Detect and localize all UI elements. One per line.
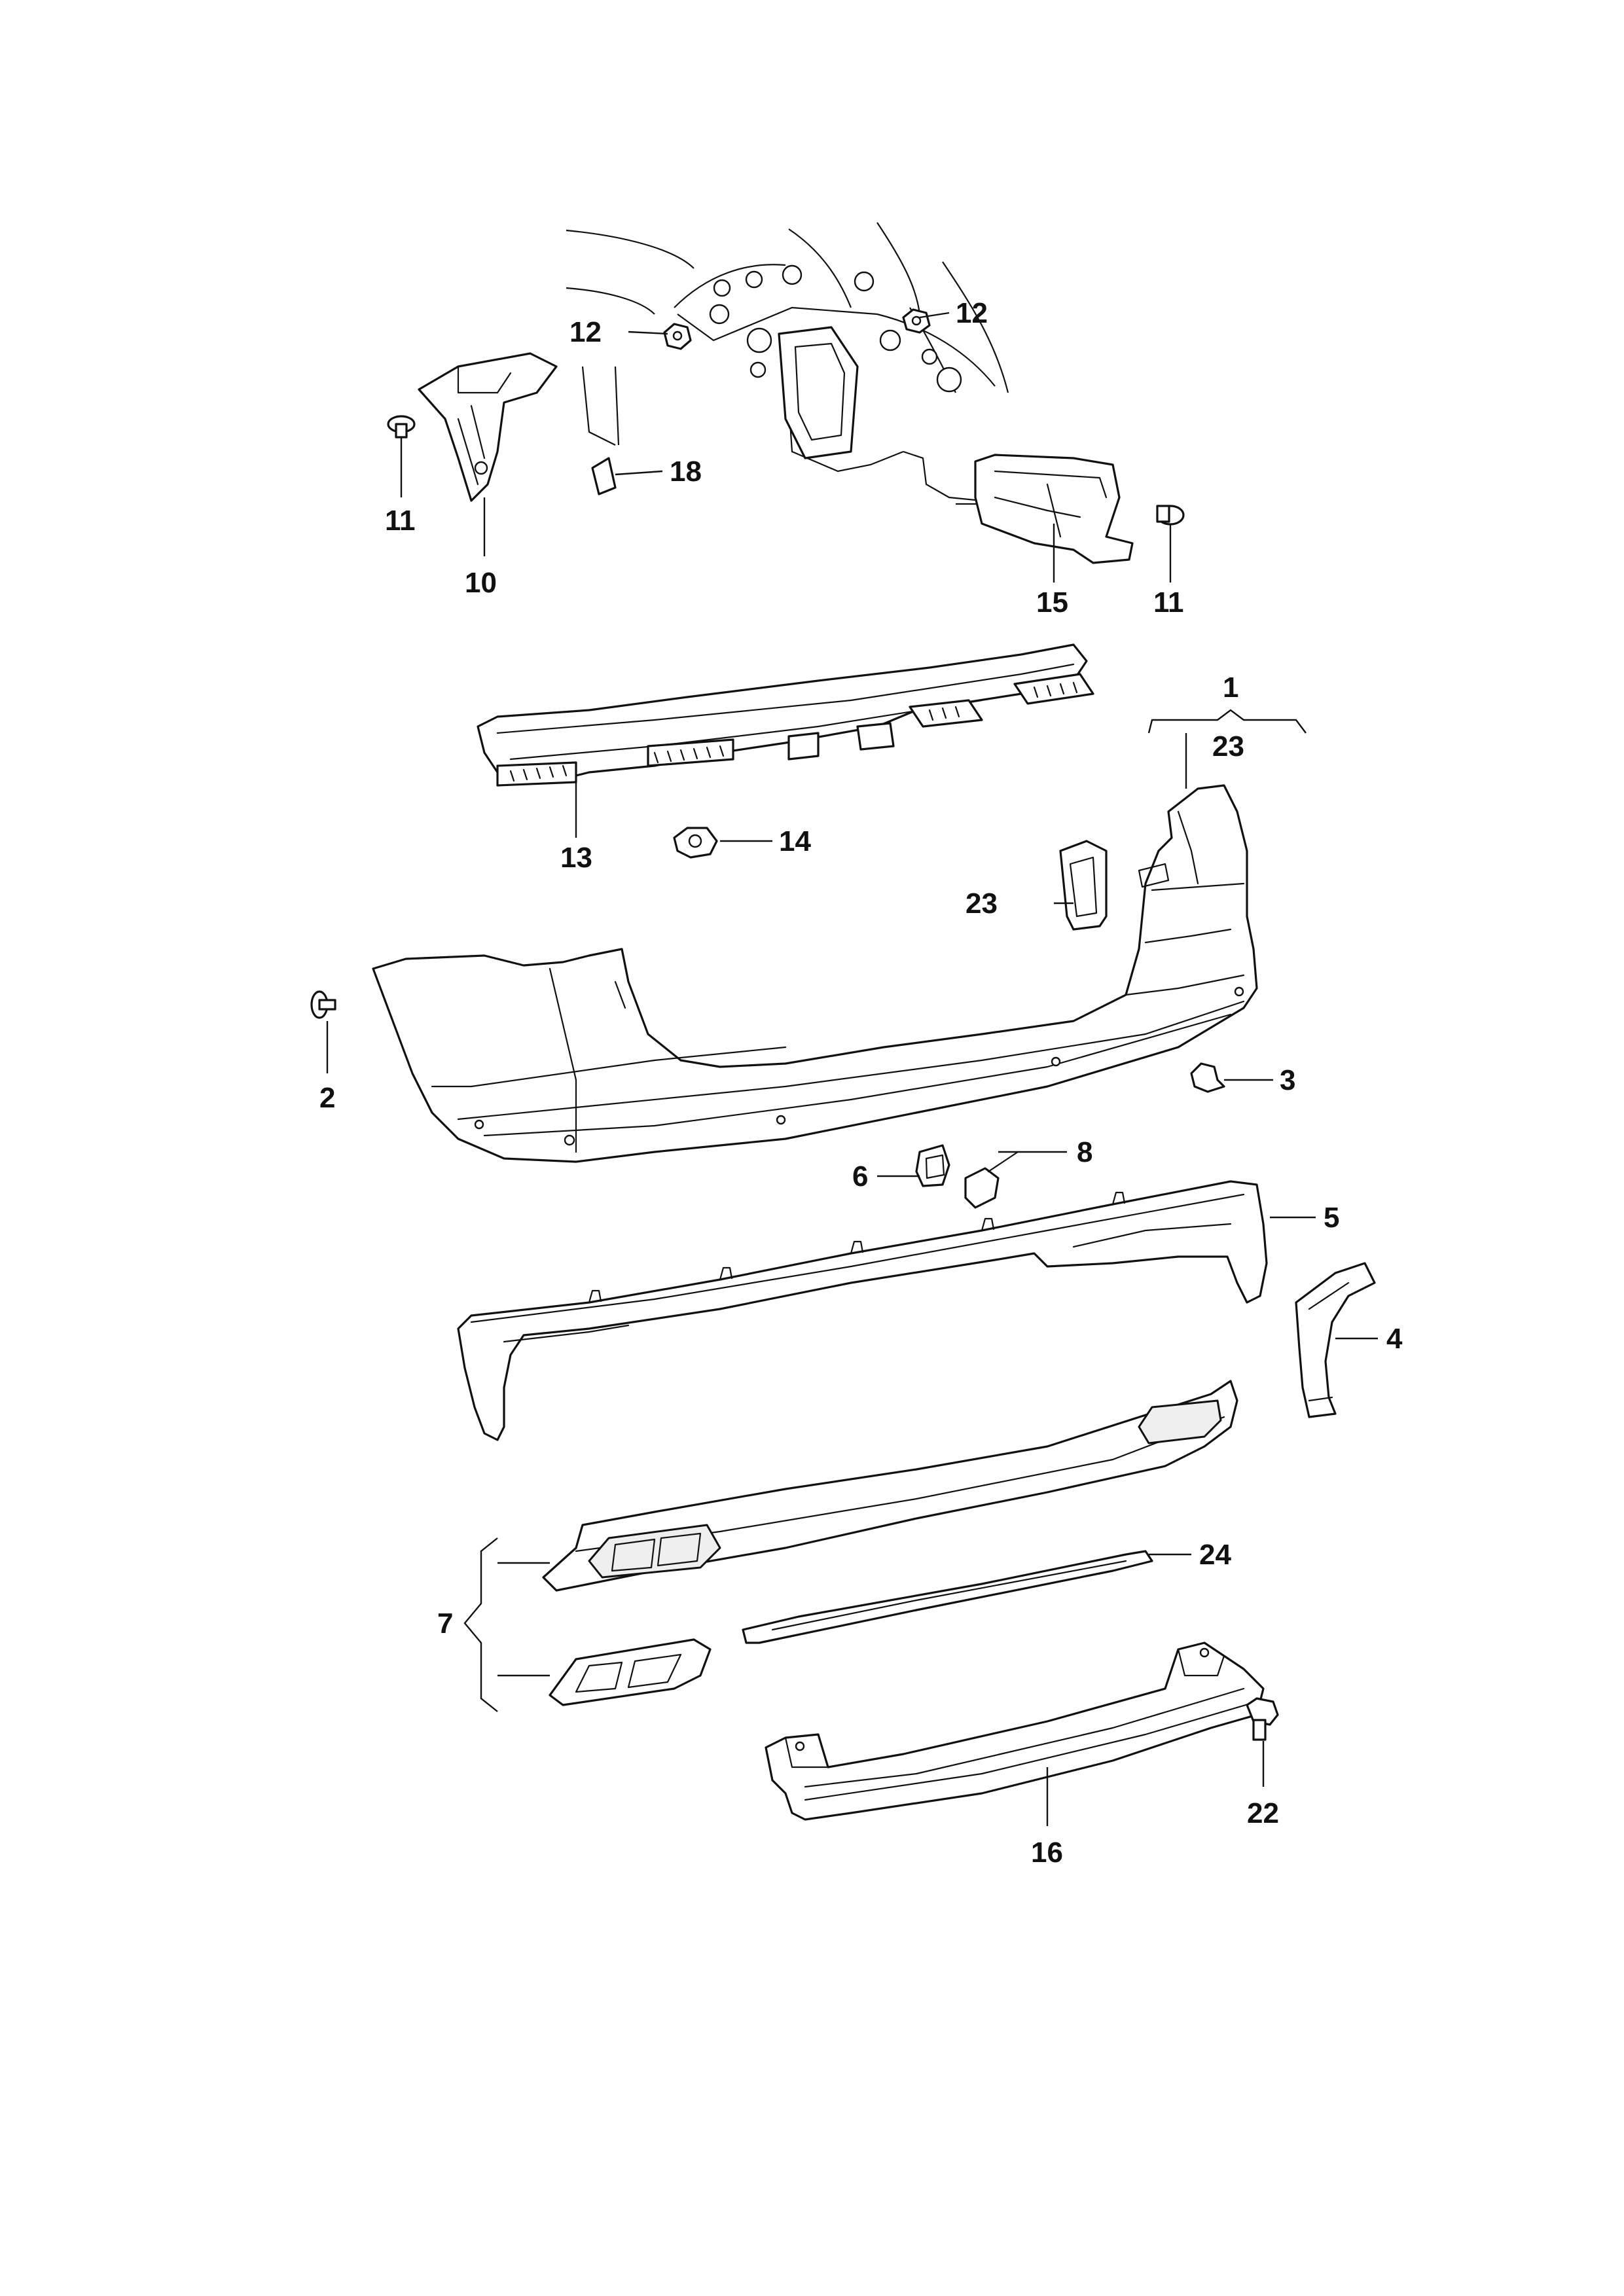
part-3-clip [1190, 1062, 1225, 1093]
callout-11-right: 11 [1153, 586, 1184, 619]
callout-12-right: 12 [956, 297, 988, 329]
part-1-rear-bumper-cover [372, 784, 1258, 1163]
part-22-bolt [1246, 1697, 1279, 1741]
part-16-bumper-reinforcement [765, 1641, 1265, 1821]
callout-23-side: 23 [965, 888, 998, 920]
callout-10: 10 [465, 567, 497, 599]
part-4-wheel-arch-trim [1295, 1262, 1376, 1418]
callout-1: 1 [1223, 672, 1238, 704]
callout-15: 15 [1036, 586, 1068, 619]
callout-labels: 12 12 11 10 18 15 11 1 23 13 14 23 2 3 6… [319, 297, 1403, 1869]
part-10-left-bracket [418, 352, 558, 502]
callout-18: 18 [670, 456, 702, 488]
part-18-clip [591, 457, 617, 495]
callout-8: 8 [1077, 1136, 1092, 1168]
part-8-sensor-holder [964, 1151, 1019, 1209]
part-11-screw-right [1156, 505, 1185, 526]
callout-7: 7 [437, 1607, 453, 1640]
callout-6: 6 [852, 1160, 868, 1193]
callout-5: 5 [1324, 1202, 1339, 1234]
leader-lines [326, 312, 1378, 1826]
part-11-screw-left [387, 415, 416, 439]
callout-4: 4 [1386, 1323, 1403, 1355]
part-13-bumper-mounting-rail [477, 643, 1094, 787]
callout-12-left: 12 [569, 316, 602, 348]
part-5-lower-bumper-trim [457, 1180, 1268, 1441]
callout-13: 13 [560, 842, 592, 874]
part-15-right-bracket [974, 454, 1134, 564]
part-2-screw [310, 990, 336, 1019]
part-12-nut-right [902, 308, 931, 334]
part-24-reflector-strip [742, 1550, 1153, 1644]
callout-14: 14 [779, 825, 811, 857]
part-7-rear-diffuser [542, 1380, 1238, 1592]
part-23-side-plate [1059, 840, 1108, 931]
part-6-sensor-holder [915, 1144, 950, 1187]
callout-2: 2 [319, 1082, 335, 1114]
vehicle-body-rear-section [566, 222, 1009, 505]
part-14-nut [673, 827, 718, 859]
part-7-tailpipe-trim [549, 1638, 712, 1706]
callout-11-left: 11 [385, 505, 416, 537]
callout-23-top: 23 [1212, 730, 1244, 762]
part-12-nut-left [663, 323, 692, 350]
callout-16: 16 [1031, 1837, 1063, 1869]
callout-22: 22 [1247, 1797, 1279, 1829]
callout-3: 3 [1280, 1064, 1295, 1096]
callout-24: 24 [1199, 1539, 1231, 1571]
